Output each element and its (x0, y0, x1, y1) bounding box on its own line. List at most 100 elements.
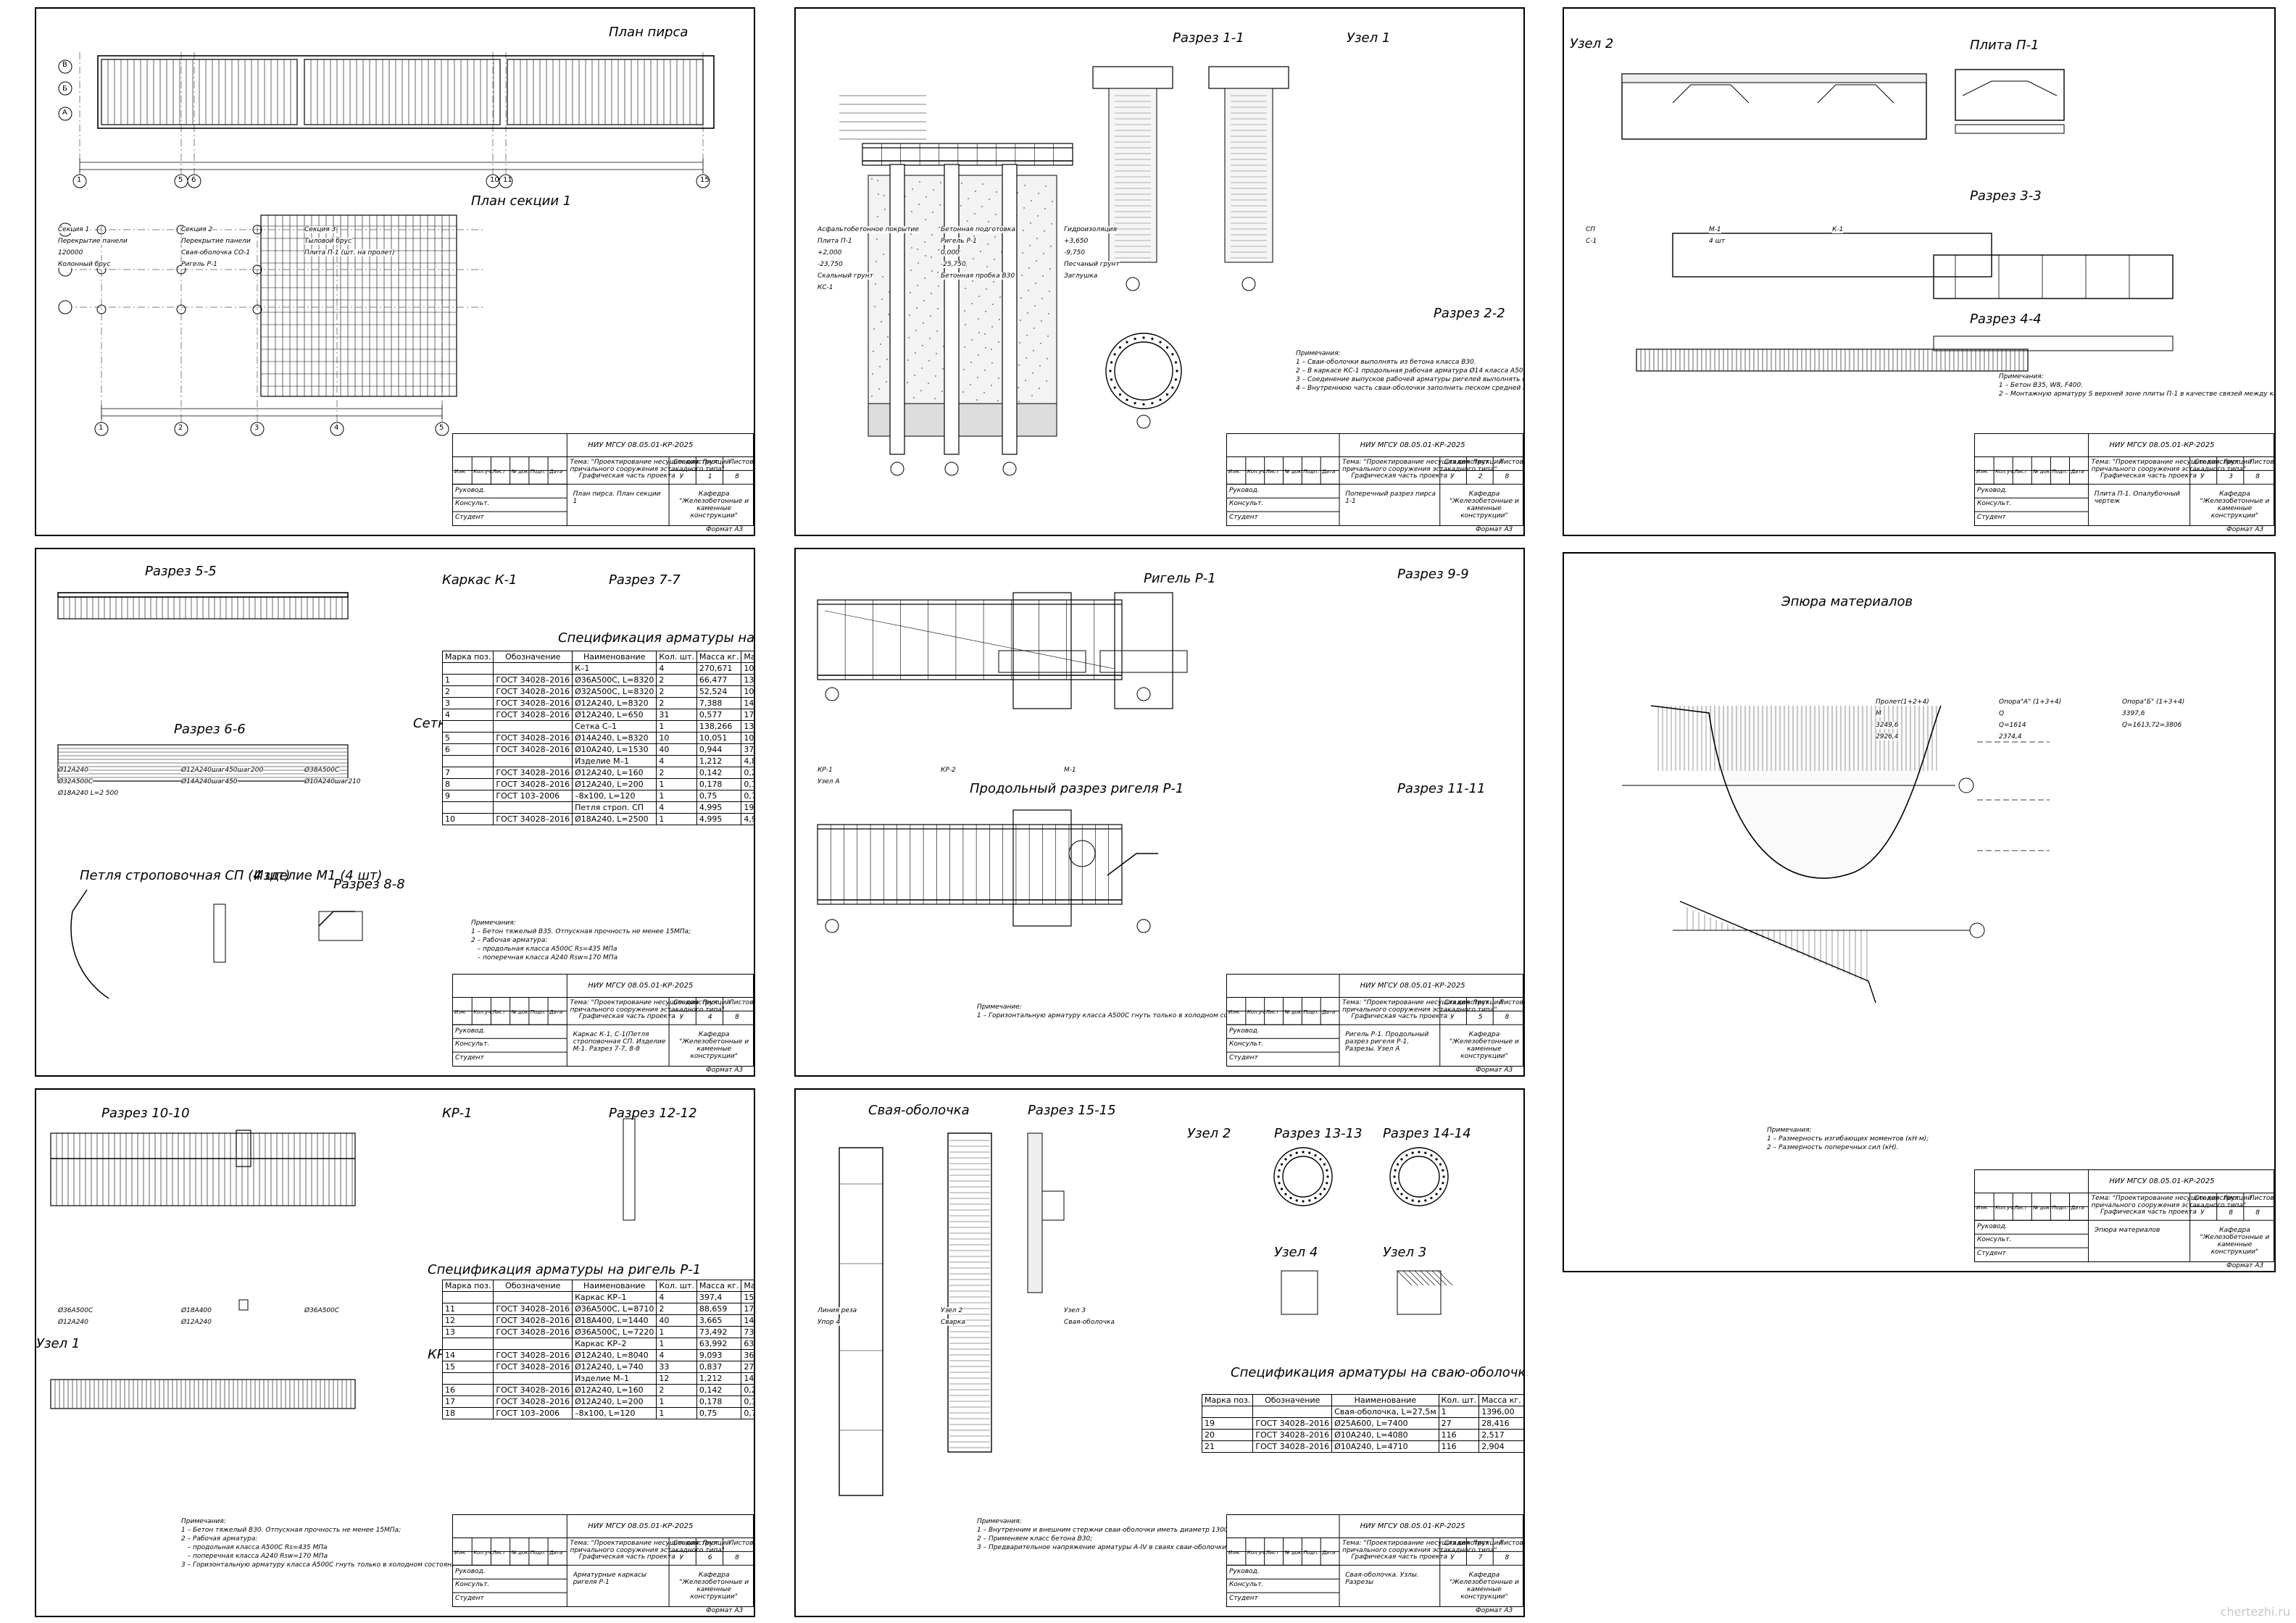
spec-cell: ГОСТ 34028–2016 (1252, 1429, 1333, 1441)
spec-cell: 12 (441, 1314, 494, 1327)
sheet-header: Лист (1472, 999, 1489, 1007)
spec-cell: 27 (1438, 1417, 1480, 1430)
spec-cell: Ø25А600, L=7400 (1331, 1417, 1439, 1430)
drawing-view-title: Спецификация арматуры на плиту П-1 (558, 630, 755, 646)
spec-cell: 0,837 (696, 1361, 742, 1373)
sheet-subtitle: Каркас К-1, С-1(Петля строповочная СП. И… (573, 1031, 666, 1054)
spec-cell: ГОСТ 34028–2016 (493, 709, 573, 721)
project-theme: Тема: "Проектирование несущих конструкци… (2091, 459, 2252, 474)
spec-cell: 9 (441, 790, 494, 802)
sheets-header: Листов (2250, 459, 2274, 467)
section-name: Графическая часть проекта (1351, 1553, 1448, 1561)
spec-cell: Ø36А500С, L=7220 (572, 1326, 657, 1338)
stage-header: Стадия (1444, 459, 1470, 467)
spec-cell: 767,232 (1523, 1418, 1525, 1430)
drawing-view-title: Разрез 3-3 (1970, 188, 2042, 204)
spec-cell: ГОСТ 34028–2016 (1252, 1417, 1333, 1430)
spec-cell: ГОСТ 34028–2016 (493, 743, 573, 756)
callout-label: Свая-оболочка СО-1 (181, 249, 251, 256)
sheet-header: Лист (702, 999, 719, 1007)
revision-column: Изм. (1976, 1204, 1989, 1211)
spec-cell: 12 (656, 1372, 697, 1385)
callout-label: Песчаный грунт (1064, 261, 1120, 268)
spec-cell: Каркас КР–2 (572, 1338, 657, 1350)
spec-cell: Ø36А500С, L=8710 (572, 1303, 657, 1315)
sheets-header: Листов (1499, 999, 1523, 1007)
department: Кафедра "Железобетонные и каменные конст… (1449, 491, 1519, 520)
spec-cell: 73,492 (741, 1326, 754, 1338)
stage-header: Стадия (673, 459, 699, 467)
spec-cell (441, 755, 494, 767)
callout-label: Колонный брус (58, 261, 111, 268)
spec-cell: 14,544 (741, 1372, 754, 1385)
drawing-view-title: Ригель Р-1 (1144, 571, 1216, 586)
signature-role: Руковод. (455, 1567, 486, 1575)
watermark: chertezhi.ru (2220, 1605, 2290, 1619)
signature-role: Студент (1229, 1595, 1258, 1603)
spec-cell: 1 (656, 720, 697, 733)
spec-cell: Сетка С–1 (572, 720, 657, 733)
project-theme: Тема: "Проектирование несущих конструкци… (1342, 459, 1503, 474)
spec-cell: 2,517 (1478, 1429, 1523, 1441)
grid-axis-number: 1 (99, 424, 104, 432)
spec-cell: 0,142 (696, 1384, 742, 1396)
spec-cell: ГОСТ 103–2006 (493, 1407, 573, 1419)
callout-label: Узел А (818, 778, 840, 785)
stage-value: У (1450, 1554, 1455, 1562)
spec-cell: 0,284 (741, 767, 754, 779)
format-label: Формат А3 (2226, 1262, 2264, 1269)
drawing-view-title: Разрез 7-7 (609, 572, 681, 588)
sheet-number: 3 (2229, 473, 2233, 481)
revision-column: Лист (1265, 1549, 1279, 1556)
drawing-view-title: Узел 2 (1570, 36, 1614, 51)
spec-cell: Ø12А240, L=200 (572, 778, 657, 790)
drawing-view-title: Разрез 11-11 (1397, 781, 1486, 796)
signature-role: Студент (1977, 1250, 2006, 1258)
spec-cell: ГОСТ 34028–2016 (493, 1384, 573, 1396)
spec-cell: 177,318 (741, 1303, 754, 1315)
revision-column: Дата (2071, 468, 2084, 475)
spec-cell: 4 (656, 1349, 697, 1361)
spec-cell: 105,048 (741, 685, 754, 698)
callout-label: -9,750 (1064, 249, 1086, 256)
callout-label: Сварка (941, 1319, 965, 1326)
spec-cell (441, 1372, 494, 1385)
document-code: НИУ МГСУ 08.05.01-КР-2025 (1360, 1522, 1465, 1531)
spec-cell (1201, 1406, 1254, 1418)
spec-cell: 1 (1438, 1406, 1480, 1418)
format-label: Формат А3 (1476, 526, 1513, 533)
sheet-number: 8 (2229, 1209, 2233, 1217)
signature-role: Руковод. (1977, 1222, 2008, 1230)
spec-cell: 5 (441, 732, 494, 744)
callout-label: 3249,6 (1876, 722, 1899, 729)
callout-label: С-1 (1586, 238, 1597, 245)
callout-label: Бетонная пробка В30 (941, 272, 1015, 280)
format-label: Формат А3 (1476, 1067, 1513, 1074)
spec-cell: 7,388 (696, 697, 742, 709)
spec-cell: 1 (656, 813, 697, 825)
revision-column: Лист (492, 468, 506, 475)
callout-label: Тыловой брус (304, 238, 352, 245)
callout-label: Ø38А500С (304, 767, 340, 774)
spec-cell: ГОСТ 34028–2016 (493, 1361, 573, 1373)
spec-cell: 138,266 (741, 720, 754, 733)
callout-label: Ø12А240 (181, 1319, 212, 1326)
sheet-header: Лист (1472, 459, 1489, 467)
spec-cell: Ø12А240, L=650 (572, 709, 657, 721)
spec-cell (441, 720, 494, 733)
spec-header-cell: Кол. шт. (1438, 1394, 1480, 1406)
sheet-linework (50, 1118, 636, 1409)
spec-cell: ГОСТ 34028–2016 (493, 778, 573, 790)
signature-role: Студент (455, 514, 484, 522)
revision-column: Кол.уч. (473, 1549, 493, 1556)
department: Кафедра "Железобетонные и каменные конст… (679, 1572, 749, 1601)
signature-role: Руковод. (1229, 486, 1260, 494)
spec-cell: 1 (656, 1407, 697, 1419)
stage-header: Стадия (1444, 1540, 1470, 1548)
